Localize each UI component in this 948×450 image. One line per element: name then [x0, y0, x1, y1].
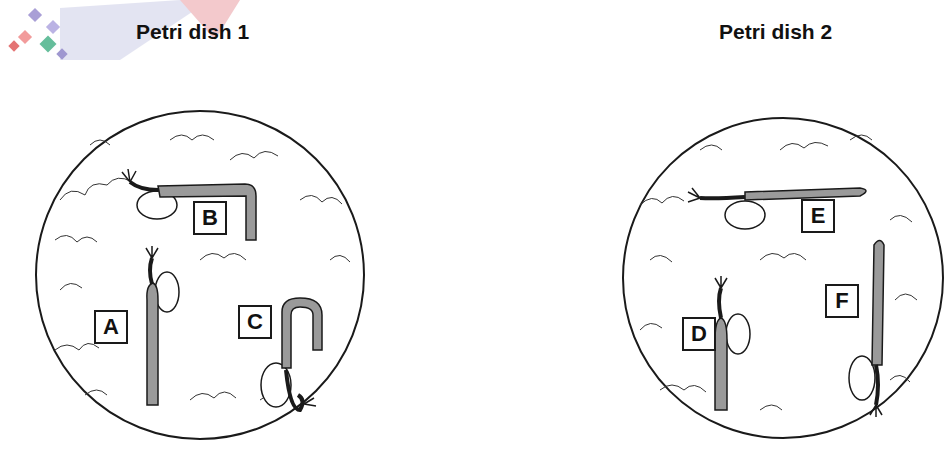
label-box: E: [801, 199, 835, 233]
petri-dish: [623, 118, 943, 438]
cotton-wool: [55, 135, 917, 410]
label-letter: E: [811, 205, 826, 227]
label-letter: F: [835, 290, 848, 312]
label-letter: C: [247, 311, 263, 333]
label-letter: B: [202, 207, 218, 229]
label-box: D: [682, 317, 716, 351]
label-box: F: [825, 284, 859, 318]
seedling: [715, 276, 750, 410]
label-letter: A: [103, 316, 119, 338]
petri-dish: [36, 111, 364, 439]
seedling: [122, 169, 256, 240]
dish-title: Petri dish 2: [719, 20, 832, 44]
seedling: [146, 246, 179, 405]
seedling: [849, 241, 884, 418]
dish-title: Petri dish 1: [136, 20, 249, 44]
label-box: C: [238, 305, 272, 339]
label-letter: D: [691, 323, 707, 345]
seedling: [688, 188, 866, 229]
label-box: A: [94, 310, 128, 344]
label-box: B: [193, 201, 227, 235]
